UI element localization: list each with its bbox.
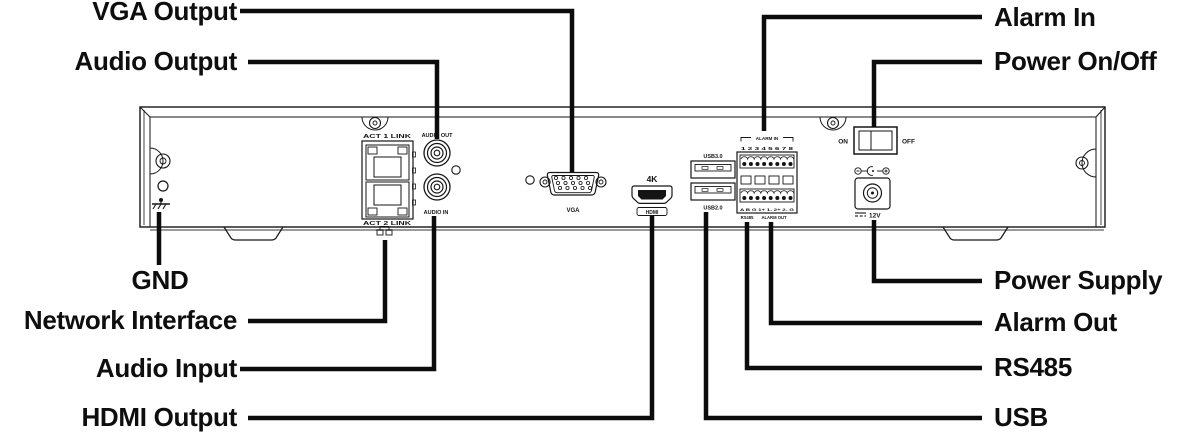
foot-right (942, 226, 1009, 241)
audio-in-jack: AUDIO IN (423, 173, 451, 216)
hdmi-4k-badge: 4K (647, 174, 659, 184)
callout-audio-output: Audio Output (74, 46, 238, 76)
callout-alarm-in: Alarm In (994, 2, 1096, 32)
hdmi-port: 4K HDMI (631, 174, 673, 216)
leader-power-supply (871, 220, 982, 284)
switch-off-label: OFF (902, 139, 915, 146)
side-screw-tab-left (149, 147, 171, 175)
foot-left (223, 226, 284, 241)
network-icon (376, 226, 393, 236)
rs485-port-label: RS485 (741, 215, 754, 220)
dc-voltage-label: 12V (869, 213, 881, 220)
callout-gnd: GND (131, 265, 189, 295)
screw-hole-vga-left (525, 175, 535, 185)
top-screw-tab-left (361, 116, 389, 131)
alarm-out-port-label: ALARM OUT (761, 215, 787, 220)
screw-hole-audio (451, 165, 461, 175)
callout-network-interface: Network Interface (23, 305, 237, 335)
top-screw-tab-right (819, 116, 847, 131)
screw-hole-left (157, 180, 169, 192)
audio-in-label: AUDIO IN (424, 210, 449, 216)
dc-power-jack: 12V (854, 166, 891, 220)
usb-port-bottom (690, 182, 736, 201)
switch-on-label: ON (838, 139, 848, 146)
callout-usb: USB (994, 402, 1048, 432)
callout-rs485: RS485 (994, 352, 1072, 382)
leader-power-on-off (871, 59, 982, 127)
leader-vga-output (240, 8, 575, 172)
ethernet-ports: ACT 1 LINK ACT 2 LINK (361, 134, 416, 236)
callout-hdmi-output: HDMI Output (81, 402, 237, 432)
callout-vga-output: VGA Output (92, 0, 237, 26)
leader-usb (703, 212, 982, 421)
alarm-terminal-block: ALARM IN 1 2 3 4 5 6 7 8 A B G 1+ 1- 2+ (736, 136, 798, 220)
leader-network-interface (248, 240, 388, 324)
usb-top-label: USB3.0 (703, 154, 722, 160)
chassis-outline (139, 106, 1106, 241)
alarm-in-header: ALARM IN (756, 136, 779, 141)
leader-rs485 (744, 222, 982, 371)
eth-label-top: ACT 1 LINK (363, 134, 411, 140)
side-screw-tab-right (1075, 148, 1097, 178)
vga-port: VGA (525, 171, 607, 214)
leader-alarm-out (768, 222, 982, 326)
leader-lines (156, 8, 982, 421)
leader-audio-output (248, 59, 440, 139)
usb-ports: USB3.0 USB2.0 (690, 154, 736, 212)
vga-pin-holes (554, 175, 593, 190)
callout-power-supply: Power Supply (994, 265, 1163, 295)
leader-audio-input (240, 216, 437, 372)
dc-symbol (855, 212, 866, 217)
alarm-top-terminals (742, 162, 793, 166)
leader-hdmi-output (248, 216, 655, 421)
vga-label: VGA (566, 208, 580, 214)
usb-port-top (690, 160, 736, 179)
alarm-bottom-terminals (742, 196, 793, 200)
callout-audio-input: Audio Input (95, 353, 237, 383)
eth-label-bottom: ACT 2 LINK (363, 221, 411, 227)
callout-alarm-out: Alarm Out (994, 307, 1117, 337)
alarm-in-numbers: 1 2 3 4 5 6 7 8 (741, 146, 794, 151)
power-switch: ON OFF (838, 126, 915, 155)
polarity-icon (854, 166, 890, 176)
callout-power-on-off: Power On/Off (994, 46, 1157, 76)
leader-alarm-in (761, 14, 982, 131)
hdmi-label: HDMI (646, 210, 659, 216)
terminal-pin-labels: A B G 1+ 1- 2+ 2- G (740, 208, 794, 212)
usb-bottom-label: USB2.0 (703, 206, 722, 212)
ground-symbol (152, 198, 170, 210)
